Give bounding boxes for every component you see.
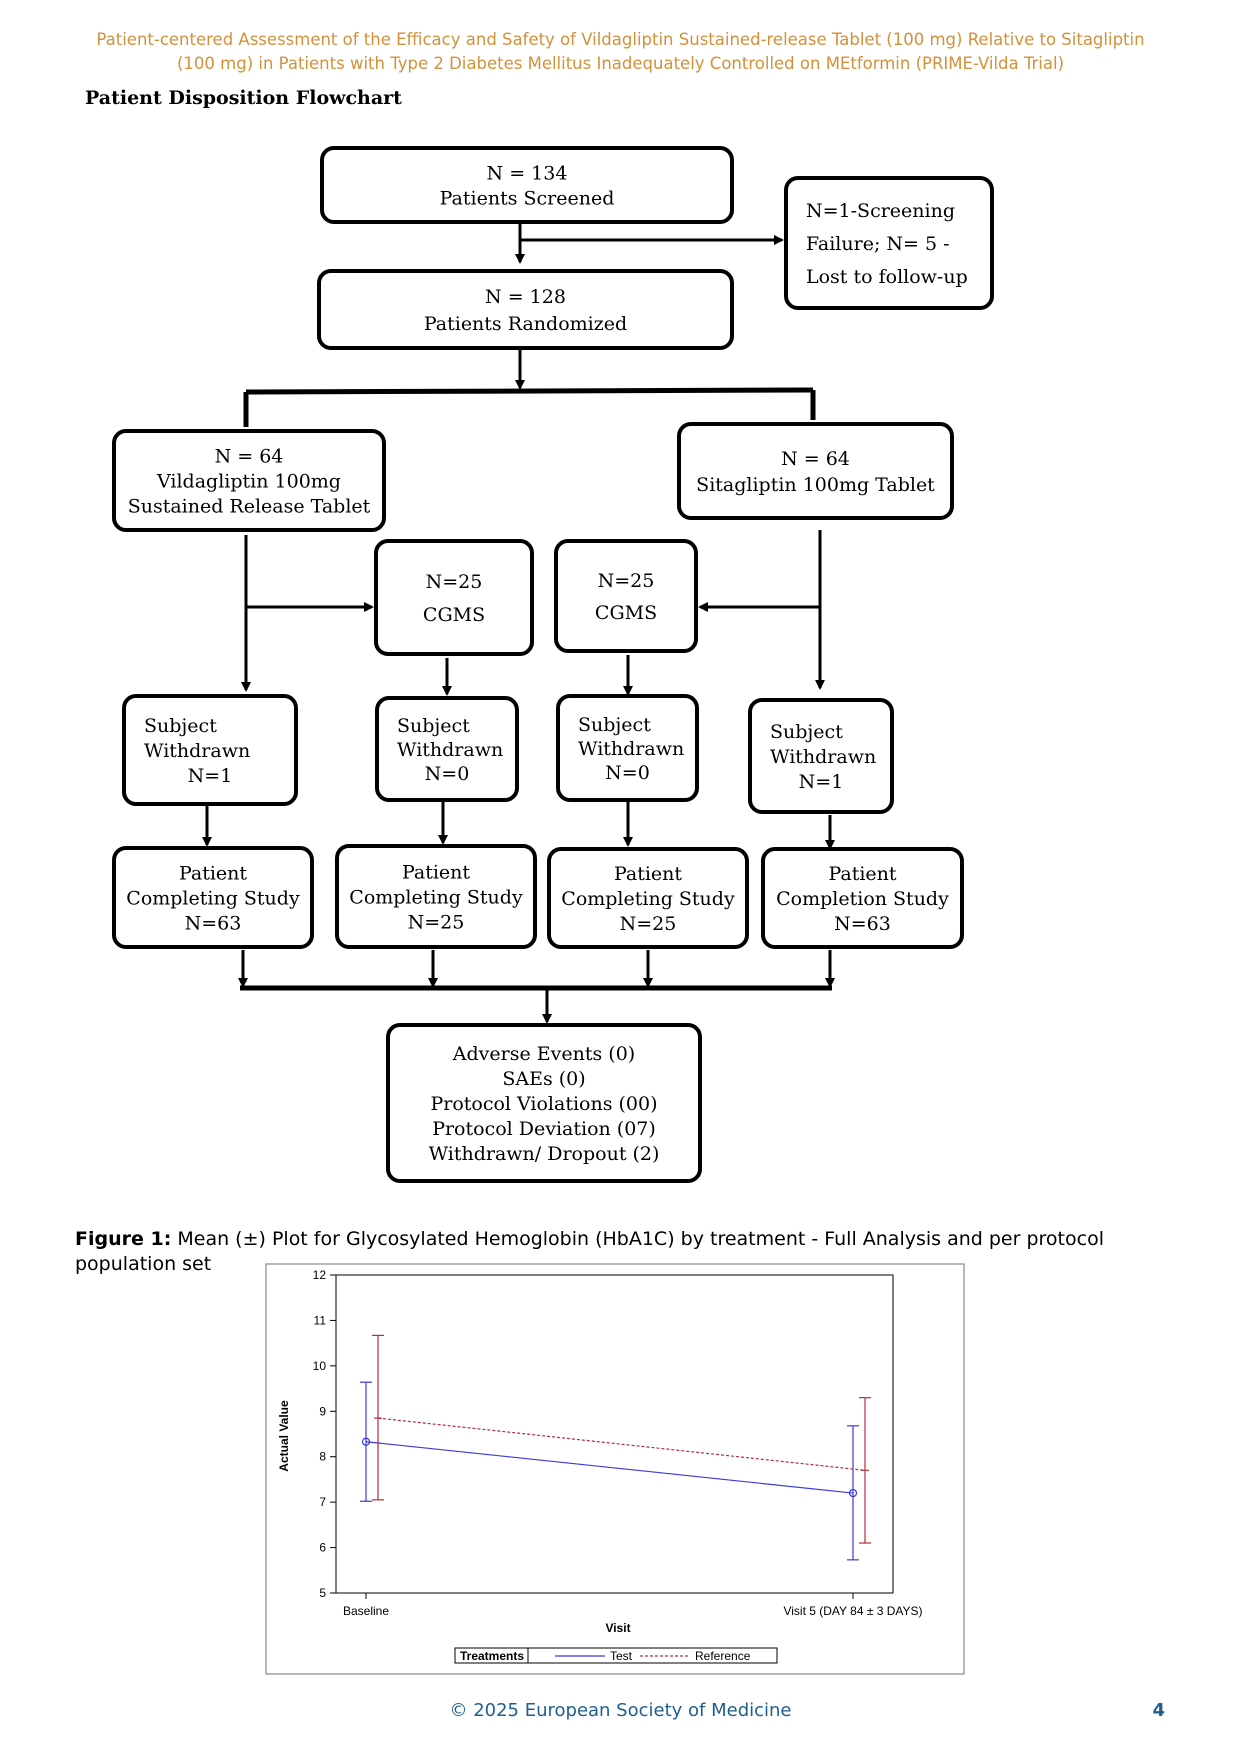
hba1c-mean-plot: 5 6 7 8 9 10 11 12 Baseline Visit 5 (DAY 84 ± 3 … xyxy=(265,1263,965,1675)
box-withdrawn-2-line-2: Withdrawn xyxy=(397,739,503,761)
flowchart-title: Patient Disposition Flowchart xyxy=(85,87,402,109)
x-axis-label: Visit xyxy=(605,1621,630,1635)
box-cgms-left-line-2: CGMS xyxy=(423,604,485,626)
header-line-1: Patient-centered Assessment of the Effic… xyxy=(96,30,1145,49)
series-line-reference xyxy=(377,1417,866,1471)
error-bar-test xyxy=(360,1381,372,1502)
y-tick-label: 6 xyxy=(319,1541,326,1555)
box-completed-sitagliptin-line-1: Patient xyxy=(828,863,896,885)
figure-caption: Figure 1: Mean (±) Plot for Glycosylated… xyxy=(75,1227,1115,1277)
figure-label: Figure 1: xyxy=(75,1228,172,1250)
box-withdrawn-3-line-2: Withdrawn xyxy=(578,738,684,760)
box-randomized-line-2: Patients Randomized xyxy=(424,313,627,335)
box-safety-summary-line-5: Withdrawn/ Dropout (2) xyxy=(429,1143,660,1165)
box-completed-sitagliptin-line-2: Completion Study xyxy=(776,888,949,910)
y-tick-label: 11 xyxy=(314,1313,327,1327)
box-completed-vildagliptin-line-2: Completing Study xyxy=(126,888,300,910)
box-safety-summary-line-3: Protocol Violations (00) xyxy=(430,1093,657,1115)
box-withdrawn-2-line-1: Subject xyxy=(397,715,470,737)
box-completed-cgms-right-line-1: Patient xyxy=(614,863,682,885)
box-completed-vildagliptin-line-3: N=63 xyxy=(185,913,242,935)
box-completed-cgms-right-line-3: N=25 xyxy=(620,913,677,935)
y-tick-label: 8 xyxy=(319,1450,326,1464)
box-completed-cgms-left-line-1: Patient xyxy=(402,862,470,884)
box-withdrawn-1-line-2: Withdrawn xyxy=(144,740,250,762)
box-excluded-line-1: N=1-Screening xyxy=(806,200,955,222)
footer-copyright: © 2025 European Society of Medicine xyxy=(449,1700,792,1721)
error-bar-test xyxy=(847,1425,859,1561)
figure-caption-text: Mean (±) Plot for Glycosylated Hemoglobi… xyxy=(75,1228,1104,1275)
legend-label-reference: Reference xyxy=(695,1649,751,1663)
box-arm-vildagliptin-line-1: N = 64 xyxy=(215,446,284,468)
data-point-test xyxy=(848,1488,858,1498)
box-withdrawn-4-line-1: Subject xyxy=(770,721,843,743)
box-arm-sitagliptin-line-2: Sitagliptin 100mg Tablet xyxy=(696,474,935,496)
series-line-test xyxy=(365,1441,854,1494)
box-withdrawn-2-line-3: N=0 xyxy=(425,763,470,785)
box-completed-cgms-left-line-3: N=25 xyxy=(408,912,465,934)
y-tick-label: 5 xyxy=(319,1586,326,1600)
box-arm-sitagliptin-line-1: N = 64 xyxy=(781,448,850,470)
box-excluded-line-3: Lost to follow-up xyxy=(806,266,968,288)
box-safety-summary: Adverse Events (0) SAEs (0) Protocol Viola… xyxy=(386,1023,702,1183)
x-tick-label: Baseline xyxy=(343,1604,389,1618)
box-completed-vildagliptin-line-1: Patient xyxy=(179,863,247,885)
box-withdrawn-3-line-1: Subject xyxy=(578,714,651,736)
box-excluded-line-2: Failure; N= 5 - xyxy=(806,233,950,255)
y-axis-label: Actual Value xyxy=(277,1400,291,1472)
legend-label-test: Test xyxy=(610,1649,633,1663)
page-number: 4 xyxy=(1152,1700,1165,1721)
box-withdrawn-4-line-3: N=1 xyxy=(799,771,844,793)
box-cgms-right-line-2: CGMS xyxy=(595,602,657,624)
box-cgms-left-line-1: N=25 xyxy=(426,571,483,593)
box-safety-summary-line-1: Adverse Events (0) xyxy=(452,1043,635,1065)
box-completed-sitagliptin-line-3: N=63 xyxy=(834,913,891,935)
box-completed-cgms-right-line-2: Completing Study xyxy=(561,888,735,910)
header-line-2: (100 mg) in Patients with Type 2 Diabete… xyxy=(176,54,1065,73)
box-screened-line-2: Patients Screened xyxy=(440,188,615,210)
box-randomized-line-1: N = 128 xyxy=(485,286,566,308)
box-arm-sitagliptin: N = 64 Sitagliptin 100mg Tablet xyxy=(677,422,954,520)
box-arm-vildagliptin-line-2: Vildagliptin 100mg xyxy=(156,471,341,493)
box-withdrawn-1-line-3: N=1 xyxy=(188,765,233,787)
legend-title: Treatments xyxy=(460,1649,524,1663)
data-point-test xyxy=(361,1437,371,1446)
box-screened-line-1: N = 134 xyxy=(487,163,568,185)
box-completed-cgms-left-line-2: Completing Study xyxy=(349,887,523,909)
box-withdrawn-3-line-3: N=0 xyxy=(605,762,650,784)
box-safety-summary-line-4: Protocol Deviation (07) xyxy=(432,1118,656,1140)
running-header: Patient-centered Assessment of the Effic… xyxy=(40,28,1201,76)
x-tick-label: Visit 5 (DAY 84 ± 3 DAYS) xyxy=(783,1604,922,1618)
box-arm-vildagliptin-line-3: Sustained Release Tablet xyxy=(128,496,371,518)
box-cgms-right-line-1: N=25 xyxy=(598,570,655,592)
y-tick-label: 9 xyxy=(319,1404,326,1418)
y-tick-label: 10 xyxy=(313,1359,327,1373)
box-withdrawn-4-line-2: Withdrawn xyxy=(770,746,876,768)
y-tick-label: 7 xyxy=(319,1495,326,1509)
y-tick-label: 12 xyxy=(313,1268,327,1282)
box-withdrawn-1-line-1: Subject xyxy=(144,715,217,737)
plot-area xyxy=(335,1274,894,1594)
box-safety-summary-line-2: SAEs (0) xyxy=(502,1068,585,1090)
chart-legend: Treatments Test Reference xyxy=(454,1647,778,1664)
